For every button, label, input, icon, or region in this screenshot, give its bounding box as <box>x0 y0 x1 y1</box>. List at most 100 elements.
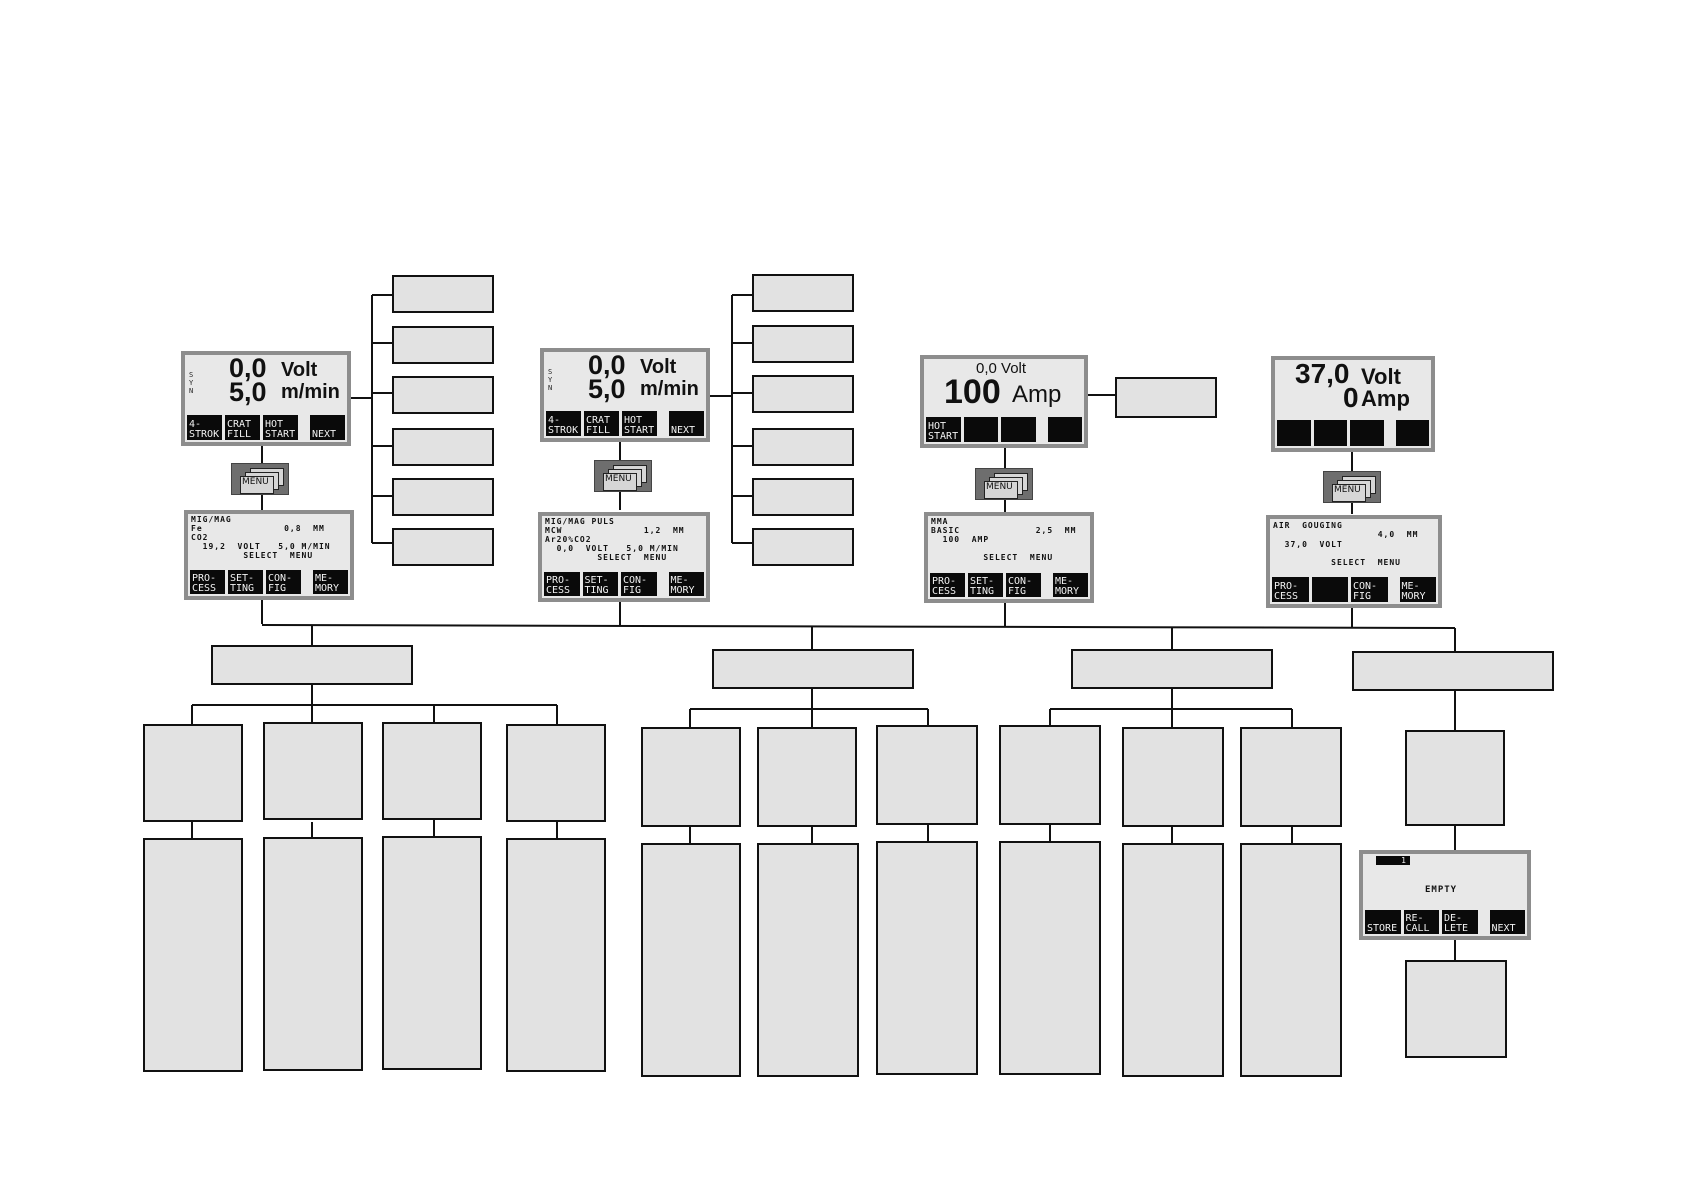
sub-option-box <box>752 528 854 566</box>
sub-option-box <box>392 428 494 466</box>
current-value: 0 <box>1343 382 1359 413</box>
main-display-gouging: 37,0 Volt 0 Amp <box>1271 356 1435 452</box>
softkey-next[interactable]: NEXT <box>669 411 704 436</box>
detail-box <box>1122 843 1224 1077</box>
menu-button[interactable]: MENU <box>231 463 289 495</box>
softkey-4-stroke[interactable]: 4- STROK <box>187 414 222 440</box>
wire-speed-unit: m/min <box>640 378 699 400</box>
softkey-memory[interactable]: ME- MORY <box>313 570 348 594</box>
softkey-config[interactable]: CON- FIG <box>1351 577 1388 602</box>
softkey-blank[interactable] <box>1311 577 1348 602</box>
option-box <box>1405 730 1505 826</box>
category-box <box>712 649 914 689</box>
menu-line-electrode: BASIC 2,5 MM <box>931 526 1077 535</box>
softkey-blank[interactable] <box>963 417 998 442</box>
menu-button[interactable]: MENU <box>1323 471 1381 503</box>
menu-line-process: MIG/MAG <box>191 515 232 524</box>
menu-display-mig: MIG/MAG Fe 0,8 MM CO2 19,2 VOLT 5,0 M/MI… <box>184 510 354 600</box>
menu-line-select: SELECT MENU <box>931 553 1054 562</box>
menu-line-select: SELECT MENU <box>191 551 314 560</box>
current-value: 100 <box>944 373 1001 411</box>
menu-display-gouging: AIR GOUGING 4,0 MM 37,0 VOLT SELECT MENU… <box>1266 515 1442 608</box>
menu-button[interactable]: MENU <box>594 460 652 492</box>
syn-indicator: SYN <box>548 368 553 392</box>
category-box <box>1352 651 1554 691</box>
wire-speed-unit: m/min <box>281 381 340 403</box>
menu-line-select: SELECT MENU <box>545 553 668 562</box>
softkey-process[interactable]: PRO- CESS <box>930 572 965 597</box>
detail-box <box>1405 960 1507 1058</box>
menu-line-material: MCW 1,2 MM <box>545 526 685 535</box>
detail-box <box>263 837 363 1071</box>
syn-indicator: SYN <box>189 371 194 395</box>
softkey-process[interactable]: PRO- CESS <box>544 572 580 596</box>
main-display-mma: 0,0 Volt 100 Amp HOT START <box>920 355 1088 448</box>
voltage-value: 0,0 <box>229 353 267 383</box>
menu-button[interactable]: MENU <box>975 468 1033 500</box>
softkey-recall[interactable]: RE- CALL <box>1403 910 1439 934</box>
softkey-crater-fill[interactable]: CRAT FILL <box>225 414 260 440</box>
menu-line-process: MMA <box>931 517 949 526</box>
softkey-config[interactable]: CON- FIG <box>266 570 301 594</box>
memory-status: EMPTY <box>1425 885 1458 895</box>
sub-option-box <box>752 375 854 413</box>
memory-display: 1 EMPTY STORE RE- CALL DE- LETE NEXT <box>1359 850 1531 940</box>
voltage-readout: 0,0 Volt <box>976 360 1027 377</box>
detail-box <box>757 843 859 1077</box>
sub-option-box <box>752 478 854 516</box>
menu-button-label: MENU <box>1334 485 1361 495</box>
detail-box <box>999 841 1101 1075</box>
softkey-blank[interactable] <box>1277 420 1311 446</box>
detail-box <box>143 838 243 1072</box>
menu-button-label: MENU <box>242 477 269 487</box>
softkey-process[interactable]: PRO- CESS <box>190 570 225 594</box>
menu-line-electrode: 4,0 MM <box>1273 530 1419 539</box>
option-box <box>999 725 1101 825</box>
wire-speed-value: 5,0 <box>588 374 626 404</box>
option-box <box>1240 727 1342 827</box>
voltage-unit: Volt <box>640 356 677 378</box>
menu-line-gas: Ar20%CO2 <box>545 535 592 544</box>
softkey-next[interactable]: NEXT <box>1489 910 1525 934</box>
main-display-synergic-mig: SYN 0,0 Volt 5,0 m/min 4- STROK CRAT FIL… <box>181 351 351 446</box>
softkey-memory[interactable]: ME- MORY <box>1399 577 1436 602</box>
sub-option-box <box>392 376 494 414</box>
menu-line-values: 19,2 VOLT 5,0 M/MIN <box>191 542 331 551</box>
main-display-synergic-pulse: SYN 0,0 Volt 5,0 m/min 4- STROK CRAT FIL… <box>540 348 710 442</box>
menu-line-voltage: 37,0 VOLT <box>1273 540 1343 549</box>
menu-line-select: SELECT MENU <box>1273 558 1401 567</box>
softkey-blank[interactable] <box>1001 417 1036 442</box>
menu-line-process: AIR GOUGING <box>1273 521 1343 530</box>
softkey-delete[interactable]: DE- LETE <box>1442 910 1478 934</box>
option-box <box>382 722 482 820</box>
softkey-4-stroke[interactable]: 4- STROK <box>546 411 581 436</box>
wire-speed-value: 5,0 <box>229 377 267 407</box>
sub-option-box <box>392 478 494 516</box>
softkey-memory[interactable]: ME- MORY <box>668 572 704 596</box>
current-unit: Amp <box>1012 381 1062 408</box>
softkey-setting[interactable]: SET- TING <box>228 570 263 594</box>
category-box <box>1071 649 1273 689</box>
softkey-hot-start[interactable]: HOT START <box>263 414 298 440</box>
softkey-crater-fill[interactable]: CRAT FILL <box>584 411 619 436</box>
menu-line-material: Fe 0,8 MM <box>191 524 325 533</box>
softkey-process[interactable]: PRO- CESS <box>1272 577 1309 602</box>
softkey-hot-start[interactable]: HOT START <box>622 411 657 436</box>
current-unit: Amp <box>1361 386 1410 411</box>
detail-box <box>506 838 606 1072</box>
voltage-unit: Volt <box>1361 364 1401 389</box>
softkey-blank[interactable] <box>1350 420 1384 446</box>
softkey-config[interactable]: CON- FIG <box>1006 572 1041 597</box>
option-box <box>641 727 741 827</box>
softkey-next[interactable]: NEXT <box>310 414 345 440</box>
softkey-setting[interactable]: SET- TING <box>582 572 618 596</box>
softkey-memory[interactable]: ME- MORY <box>1053 572 1088 597</box>
softkey-setting[interactable]: SET- TING <box>968 572 1003 597</box>
option-box <box>263 722 363 820</box>
softkey-blank[interactable] <box>1313 420 1347 446</box>
softkey-blank[interactable] <box>1395 420 1429 446</box>
softkey-hot-start[interactable]: HOT START <box>926 417 961 442</box>
softkey-store[interactable]: STORE <box>1365 910 1401 934</box>
softkey-config[interactable]: CON- FIG <box>621 572 657 596</box>
softkey-blank[interactable] <box>1047 417 1082 442</box>
